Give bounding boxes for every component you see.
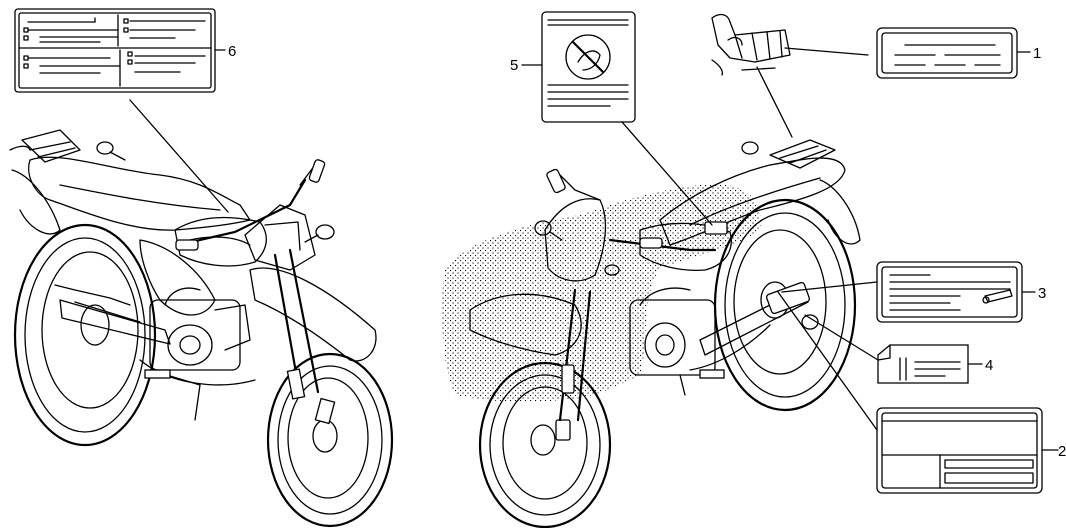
- callout-1: 1: [1033, 45, 1041, 62]
- label-1: [877, 28, 1017, 78]
- pointer-1-rack: [785, 48, 868, 55]
- pointer-rack-bike: [757, 67, 792, 137]
- label-3: [877, 262, 1022, 322]
- pointer-4: [805, 315, 878, 360]
- label-6: [15, 9, 215, 92]
- callout-4: 4: [985, 357, 993, 374]
- rear-rack-detail: [712, 15, 790, 75]
- callout-5: 5: [510, 57, 518, 74]
- callout-3: 3: [1038, 285, 1046, 302]
- label-4: [878, 345, 968, 383]
- motorcycle-left-view: [10, 130, 392, 526]
- label-2: [877, 408, 1042, 493]
- pointer-6: [130, 100, 228, 212]
- label-5: [542, 12, 635, 122]
- motorcycle-right-view: [442, 140, 860, 527]
- callout-2: 2: [1058, 443, 1066, 460]
- callout-6: 6: [228, 43, 236, 60]
